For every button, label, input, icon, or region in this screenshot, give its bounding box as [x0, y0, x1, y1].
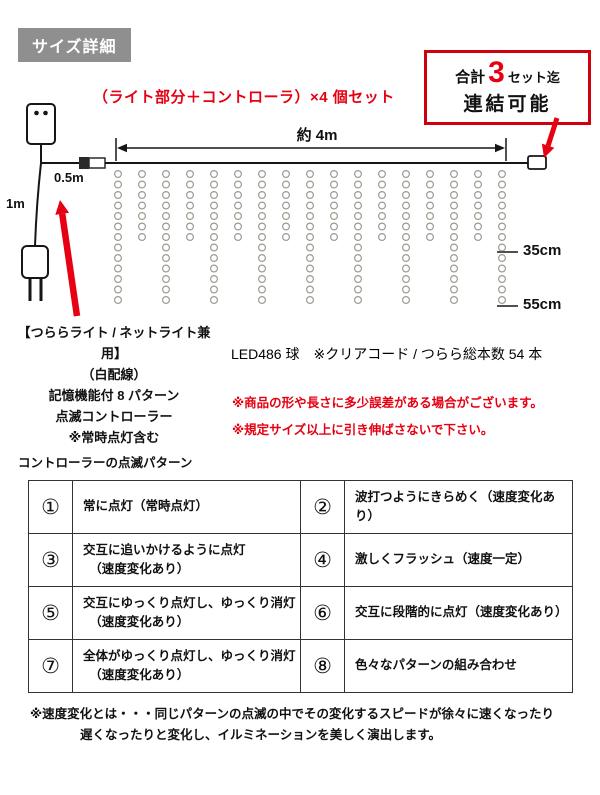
led-count-note: LED486 球 ※クリアコード / つらら総本数 54 本 — [231, 346, 543, 362]
spec-line: （白配線） — [81, 367, 147, 382]
size-detail-badge: サイズ詳細 — [18, 28, 131, 62]
pattern-number-cell: ⑦ — [29, 640, 73, 693]
pattern-number-cell: ① — [29, 481, 73, 534]
length-dimension-arrow — [115, 138, 507, 161]
pattern-number-cell: ⑥ — [301, 587, 345, 640]
pattern-text-cell: 常に点灯（常時点灯） — [73, 481, 301, 534]
pattern-text-cell: 交互にゆっくり点灯し、ゆっくり消灯 （速度変化あり） — [73, 587, 301, 640]
short-drop-label: 35cm — [523, 242, 562, 259]
spec-line: 記憶機能付 8 パターン — [48, 388, 180, 403]
pattern-table-caption: コントローラーの点滅パターン — [18, 456, 193, 470]
link-box-count: 3 — [488, 56, 505, 89]
total-length-label: 約 4m — [296, 127, 338, 144]
no-stretch-warning: ※規定サイズ以上に引き伸ばさないで下さい。 — [232, 423, 494, 437]
pattern-number-cell: ⑤ — [29, 587, 73, 640]
long-drop-label: 55cm — [523, 296, 562, 313]
dimension-diagram — [21, 103, 560, 317]
spec-line: 点滅コントローラー — [55, 409, 173, 424]
pattern-text-cell: 全体がゆっくり点灯し、ゆっくり消灯 （速度変化あり） — [73, 640, 301, 693]
start-connector-icon — [79, 157, 106, 169]
spec-line: 【つららライト / ネットライト兼用】 — [17, 325, 211, 361]
pattern-number-cell: ⑧ — [301, 640, 345, 693]
pattern-number-cell: ③ — [29, 534, 73, 587]
spec-line: ※常時点灯含む — [68, 430, 160, 445]
lead-length-label: 0.5m — [54, 170, 84, 185]
pattern-text-cell: 激しくフラッシュ（速度一定） — [345, 534, 573, 587]
controller-box-icon — [26, 103, 56, 145]
set-composition-note: （ライト部分＋コントローラ）×4 個セット — [93, 89, 395, 106]
plug-cord-length-label: 1m — [6, 196, 25, 211]
pattern-text-cell: 交互に追いかけるように点灯 （速度変化あり） — [73, 534, 301, 587]
controller-spec-box: 【つららライト / ネットライト兼用】 （白配線） 記憶機能付 8 パターン 点… — [10, 322, 218, 448]
icicle-strand-bulbs — [113, 170, 507, 305]
pattern-text-cell: 色々なパターンの組み合わせ — [345, 640, 573, 693]
pattern-number-cell: ④ — [301, 534, 345, 587]
end-connector-icon — [527, 155, 547, 170]
link-pointer-arrow — [541, 117, 560, 158]
link-box-suffix: セット迄 — [507, 70, 560, 85]
pattern-number-cell: ② — [301, 481, 345, 534]
power-plug-icon — [21, 245, 49, 301]
pattern-text-cell: 波打つようにきらめく（速度変化あり） — [345, 481, 573, 534]
drop-dimension-ticks — [497, 251, 518, 307]
pattern-text-cell: 交互に段階的に点灯（速度変化あり） — [345, 587, 573, 640]
speed-change-explanation: ※速度変化とは・・・同じパターンの点滅の中でその変化するスピードが徐々に速くなっ… — [30, 707, 555, 742]
link-box-prefix: 合計 — [455, 69, 486, 86]
link-box-line2: 連結可能 — [463, 94, 552, 115]
power-cord — [34, 144, 79, 247]
controller-pointer-arrow — [55, 200, 81, 317]
size-tolerance-warning: ※商品の形や長さに多少誤差がある場合がございます。 — [232, 396, 543, 410]
pattern-table: ① 常に点灯（常時点灯） ② 波打つようにきらめく（速度変化あり） ③ 交互に追… — [28, 480, 573, 693]
